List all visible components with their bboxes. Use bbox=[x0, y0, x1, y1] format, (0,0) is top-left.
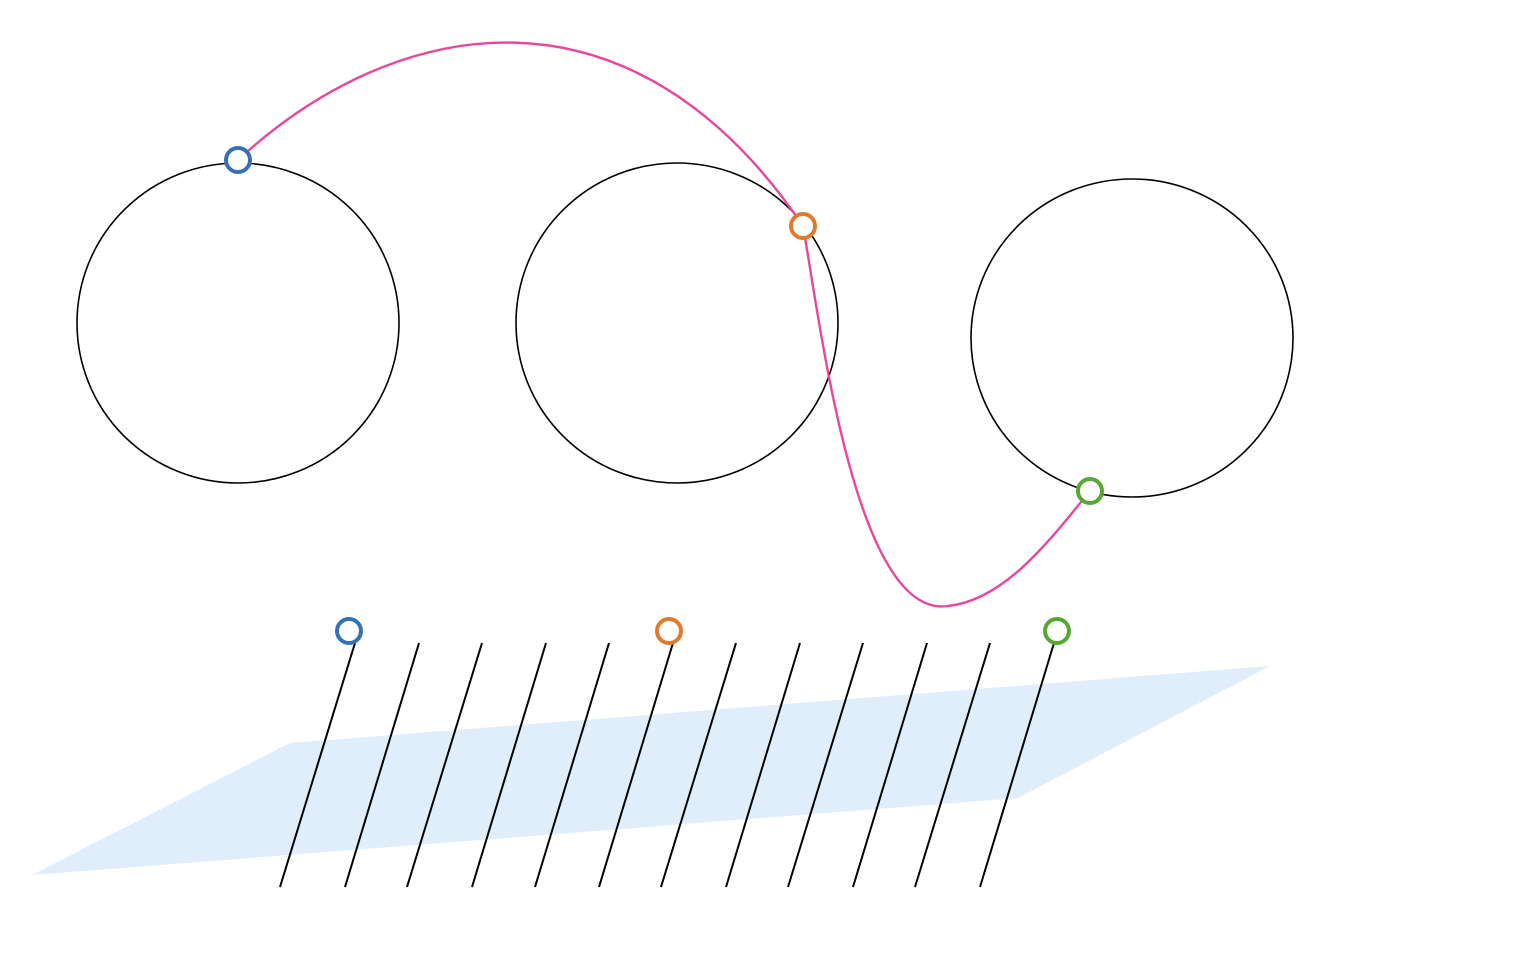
circle-left bbox=[76, 162, 400, 484]
green-marker-on-line bbox=[1043, 617, 1071, 645]
blue-marker-on-line bbox=[335, 617, 363, 645]
blue-marker-on-circle bbox=[224, 146, 252, 174]
stroke-line bbox=[534, 642, 610, 888]
circle-middle bbox=[515, 162, 839, 484]
stroke-lines-group bbox=[279, 642, 1055, 888]
connecting-curve bbox=[237, 41, 1091, 608]
stroke-line bbox=[598, 642, 674, 888]
stroke-line bbox=[852, 642, 928, 888]
green-marker-on-circle bbox=[1076, 477, 1104, 505]
stroke-line bbox=[725, 642, 801, 888]
orange-marker-on-circle bbox=[789, 212, 817, 240]
plane-shape bbox=[32, 666, 1270, 875]
stroke-line bbox=[406, 642, 483, 888]
stroke-line bbox=[344, 642, 420, 888]
stroke-line bbox=[787, 642, 864, 888]
stroke-line bbox=[471, 642, 547, 888]
stroke-line bbox=[660, 642, 737, 888]
stroke-line bbox=[979, 642, 1055, 888]
circles-group bbox=[76, 162, 1294, 498]
markers-group bbox=[224, 146, 1104, 645]
orange-marker-on-line bbox=[655, 617, 683, 645]
stroke-line bbox=[914, 642, 991, 888]
circle-right bbox=[970, 178, 1294, 498]
stroke-line bbox=[279, 642, 356, 888]
